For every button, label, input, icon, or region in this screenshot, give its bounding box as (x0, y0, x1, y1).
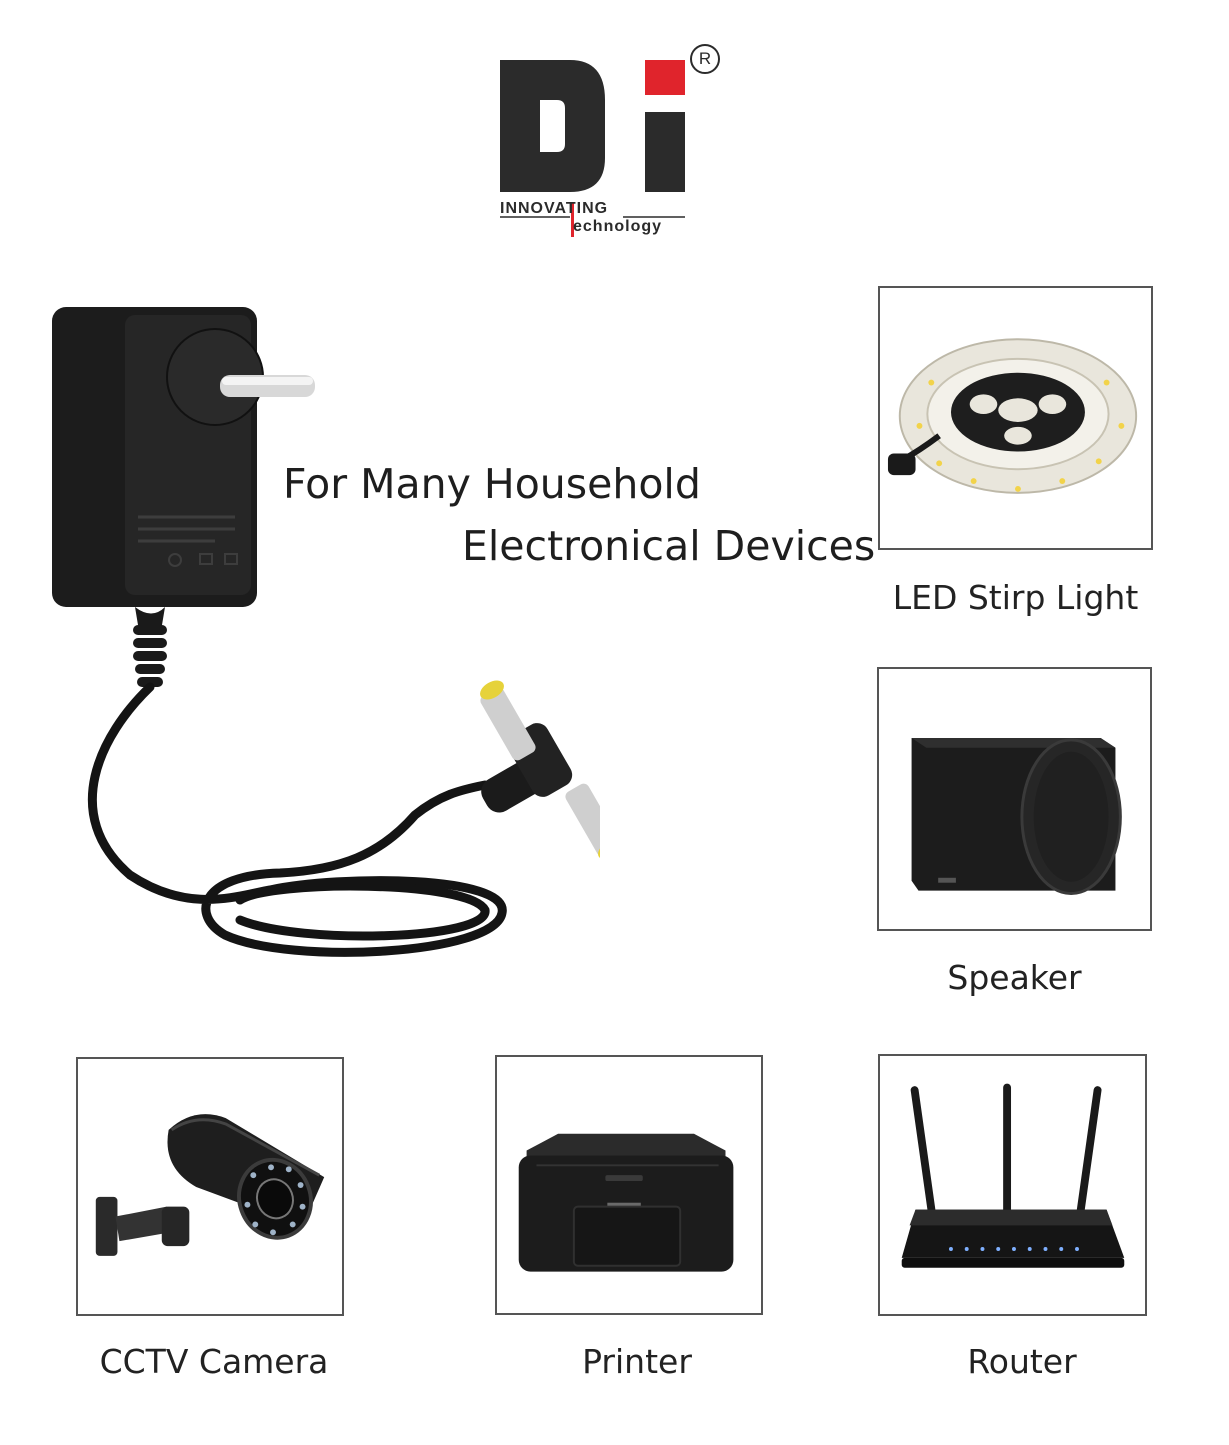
device-card-printer (495, 1055, 763, 1315)
device-label-router: Router (967, 1342, 1077, 1381)
device-label-printer: Printer (582, 1342, 692, 1381)
headline-line-1: For Many Household (283, 460, 701, 508)
device-card-cctv-camera (76, 1057, 344, 1316)
led-strip-icon (887, 338, 1138, 494)
device-label-speaker: Speaker (947, 958, 1082, 997)
device-card-speaker (877, 667, 1152, 931)
logo-tagline-top: INNOVATING (500, 200, 609, 217)
device-card-led-strip (878, 286, 1153, 550)
headline-line-2: Electronical Devices (462, 522, 876, 570)
di-logo-mark (500, 60, 685, 237)
brand-logo: R INNOVATING echnology (495, 40, 740, 245)
power-adapter-icon (52, 307, 622, 957)
printer-icon (518, 1133, 734, 1272)
logo-tagline-bottom: echnology (573, 218, 663, 235)
device-label-cctv-camera: CCTV Camera (99, 1342, 329, 1381)
device-label-led-strip: LED Stirp Light (892, 578, 1139, 617)
power-adapter-image (40, 295, 622, 995)
router-icon (901, 1083, 1125, 1268)
registered-mark: R (690, 44, 720, 74)
speaker-icon (911, 737, 1122, 896)
device-card-router (878, 1054, 1147, 1316)
cctv-camera-icon (95, 1114, 325, 1256)
